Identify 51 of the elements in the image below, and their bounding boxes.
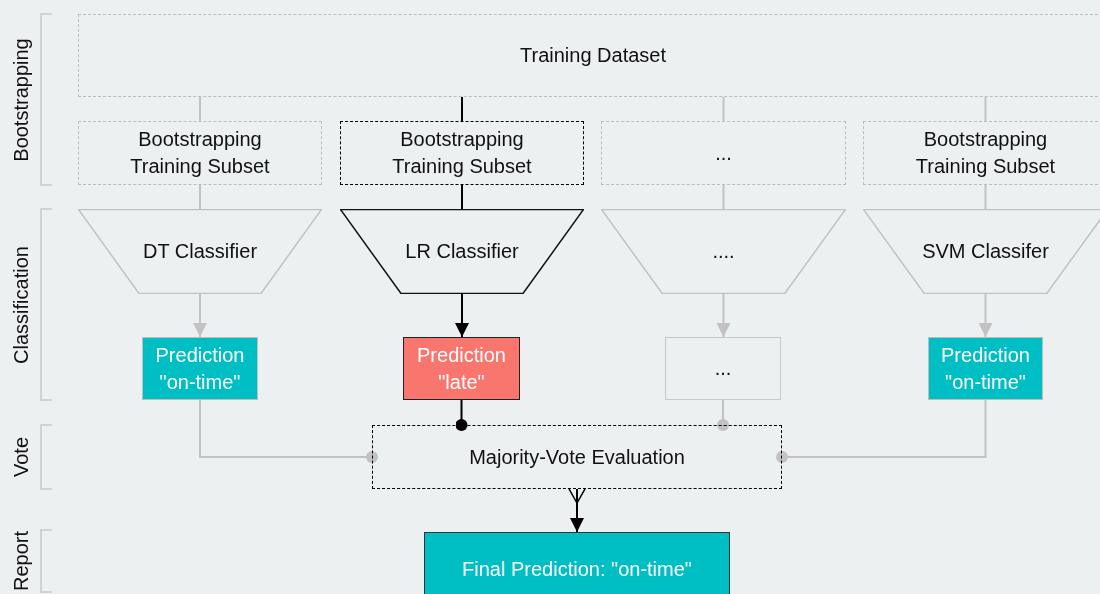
node-text: LR Classifier: [404, 239, 520, 264]
connector: [461, 184, 463, 210]
node-text: ...: [714, 140, 733, 166]
connector: [722, 184, 725, 210]
stage-label: Report: [9, 531, 33, 591]
node-text: Bootstrapping Training Subset: [391, 127, 533, 179]
connector: [461, 96, 463, 122]
connector: [717, 399, 729, 431]
node-text: SVM Classifer: [921, 239, 1050, 264]
connector: [984, 96, 987, 122]
classifier-trapezoid: [78, 209, 322, 294]
dataset-box: [863, 121, 1100, 185]
prediction-box: [142, 337, 258, 400]
dataset-box: [78, 14, 1100, 97]
stage-label: Classification: [9, 245, 33, 364]
node-text: DT Classifier: [141, 239, 259, 264]
stage-label: Bootstrapping: [9, 37, 33, 162]
connector: [193, 293, 207, 338]
final-prediction-box: [424, 532, 730, 594]
node-text: ...: [713, 356, 733, 381]
node-text: Bootstrapping Training Subset: [914, 127, 1057, 179]
classifier-trapezoid: [601, 209, 846, 294]
connector: [199, 96, 201, 122]
node-text: Bootstrapping Training Subset: [129, 127, 271, 179]
connector: [716, 293, 731, 338]
node-text: Majority-Vote Evaluation: [468, 444, 686, 470]
connector: [199, 399, 378, 463]
node-text: ....: [711, 239, 736, 264]
prediction-box: [665, 337, 781, 400]
connector: [978, 293, 993, 338]
connector: [568, 488, 586, 533]
node-text: Prediction "on-time": [940, 342, 1031, 395]
connector: [776, 399, 987, 463]
connector: [455, 293, 469, 338]
vote-box: [372, 425, 782, 489]
connector: [984, 184, 987, 210]
stage-label: Vote: [9, 437, 33, 477]
connector: [722, 96, 725, 122]
node-text: Final Prediction: "on-time": [461, 557, 693, 582]
connector: [199, 184, 201, 210]
node-text: Prediction "late": [416, 342, 507, 395]
node-text: Prediction "on-time": [154, 342, 246, 395]
dataset-box: [340, 121, 584, 185]
classifier-trapezoid: [340, 209, 584, 294]
dataset-box: [601, 121, 846, 185]
node-text: Training Dataset: [519, 43, 667, 68]
prediction-box: [403, 337, 520, 400]
prediction-box: [928, 337, 1043, 400]
connector: [455, 399, 468, 431]
classifier-trapezoid: [863, 209, 1100, 294]
dataset-box: [78, 121, 322, 185]
